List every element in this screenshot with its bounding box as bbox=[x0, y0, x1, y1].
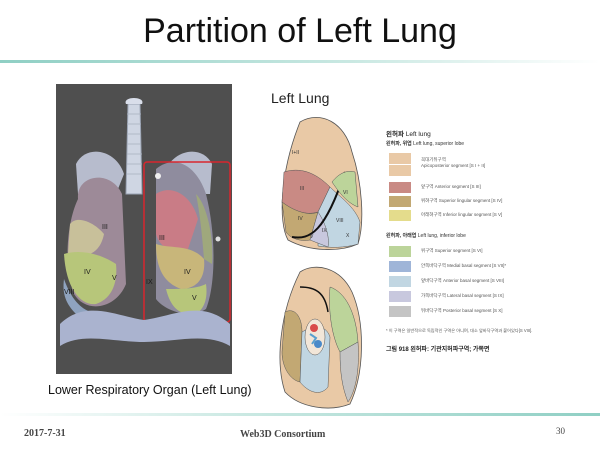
render-label: IV bbox=[84, 269, 91, 276]
legend-item-ko: 위구역 bbox=[421, 248, 434, 253]
legend-superior-head-ko: 왼허파, 위엽 bbox=[386, 141, 412, 147]
render-label: III bbox=[102, 224, 108, 231]
legend-item-ko: 뒤바닥구역 bbox=[421, 308, 442, 313]
atlas-title: Left Lung bbox=[271, 90, 330, 106]
legend-swatch bbox=[389, 306, 411, 317]
legend-item-ko: 아래혀구역 bbox=[421, 212, 442, 217]
legend-item-ko: 안쪽바닥구역 bbox=[421, 263, 446, 268]
render-label: VIII bbox=[64, 289, 75, 296]
atlas-label: VI bbox=[343, 190, 348, 196]
footer-org: Web3D Consortium bbox=[240, 429, 326, 440]
footer-date: 2017-7-31 bbox=[24, 428, 66, 439]
legend-swatch bbox=[389, 291, 411, 302]
render-label: IV bbox=[184, 269, 191, 276]
legend-swatch bbox=[389, 196, 411, 207]
legend-item-en: Superior segment [S VI] bbox=[434, 248, 483, 253]
render-label: IX bbox=[146, 279, 153, 286]
title-divider bbox=[0, 60, 600, 63]
legend-swatch bbox=[389, 165, 411, 176]
footer-divider bbox=[0, 413, 600, 416]
legend-superior-head-en: Left lung, superior lobe bbox=[413, 141, 465, 147]
legend-item-en: Lateral basal segment [S IX] bbox=[447, 293, 504, 298]
atlas-figure: I+II III IV V VI VIII IX X bbox=[279, 117, 363, 409]
legend-title-en: Left lung bbox=[405, 131, 431, 138]
figure-caption: 그림 918 왼허파: 기관지허파구역; 가쪽면 bbox=[386, 347, 490, 353]
render-caption: Lower Respiratory Organ (Left Lung) bbox=[48, 383, 252, 397]
legend-item-ko: 위혀구역 bbox=[421, 198, 438, 203]
lung-3d-render: III III IV IV V VIII IX V bbox=[56, 84, 232, 374]
legend-item-en: Apicoposterior segment [S I + II] bbox=[421, 163, 486, 168]
slide-title: Partition of Left Lung bbox=[143, 12, 457, 50]
legend-item-ko: 앞바닥구역 bbox=[421, 278, 442, 283]
page-number: 30 bbox=[556, 426, 565, 436]
legend-swatch bbox=[389, 210, 411, 221]
legend-item-en: Superior lingular segment [S IV] bbox=[438, 198, 503, 203]
legend-item-en: Posterior basal segment [S X] bbox=[442, 308, 503, 313]
atlas-label: VIII bbox=[336, 218, 344, 224]
legend-swatch bbox=[389, 182, 411, 193]
render-label: V bbox=[112, 275, 117, 282]
legend-inferior-head-en: Left lung, inferior lobe bbox=[417, 233, 466, 239]
atlas-label: IX bbox=[322, 228, 327, 234]
legend-swatch bbox=[389, 276, 411, 287]
legend-swatch bbox=[389, 261, 411, 272]
atlas-label: IV bbox=[298, 216, 303, 222]
legend-inferior-head-ko: 왼허파, 아래엽 bbox=[386, 233, 417, 239]
lung-atlas-illustration: I+II III IV V VI VIII IX X bbox=[270, 112, 380, 412]
legend-note: * 이 구역은 일반적으로 독립적인 구역은 아니며, 대소 앞바닥구역과 붙어… bbox=[386, 328, 533, 333]
segment-legend: 왼허파 Left lung 왼허파, 위엽 Left lung, superio… bbox=[383, 128, 588, 378]
atlas-label: X bbox=[346, 233, 350, 239]
legend-swatch bbox=[389, 246, 411, 257]
atlas-label: III bbox=[300, 186, 304, 192]
legend-item-en: Anterior segment [S III] bbox=[434, 184, 481, 189]
legend-item-ko: 앞구역 bbox=[421, 184, 434, 189]
lung-3d-illustration: III III IV IV V VIII IX V bbox=[60, 98, 231, 346]
render-label: III bbox=[159, 235, 165, 242]
legend-item-ko: 가쪽바닥구역 bbox=[421, 293, 446, 298]
atlas-label: V bbox=[310, 234, 314, 240]
legend-item-ko: 꼭대기뒤구역 bbox=[421, 157, 446, 162]
legend-item-en: Medial basal segment [S VII]* bbox=[447, 263, 507, 268]
legend-item-en: Inferior lingular segment [S V] bbox=[442, 212, 503, 217]
legend-swatch bbox=[389, 153, 411, 164]
legend-title-ko: 왼허파 bbox=[386, 131, 404, 138]
render-label: V bbox=[192, 295, 197, 302]
atlas-label: I+II bbox=[292, 150, 299, 156]
legend-item-en: Anterior basal segment [S VIII] bbox=[442, 278, 504, 283]
